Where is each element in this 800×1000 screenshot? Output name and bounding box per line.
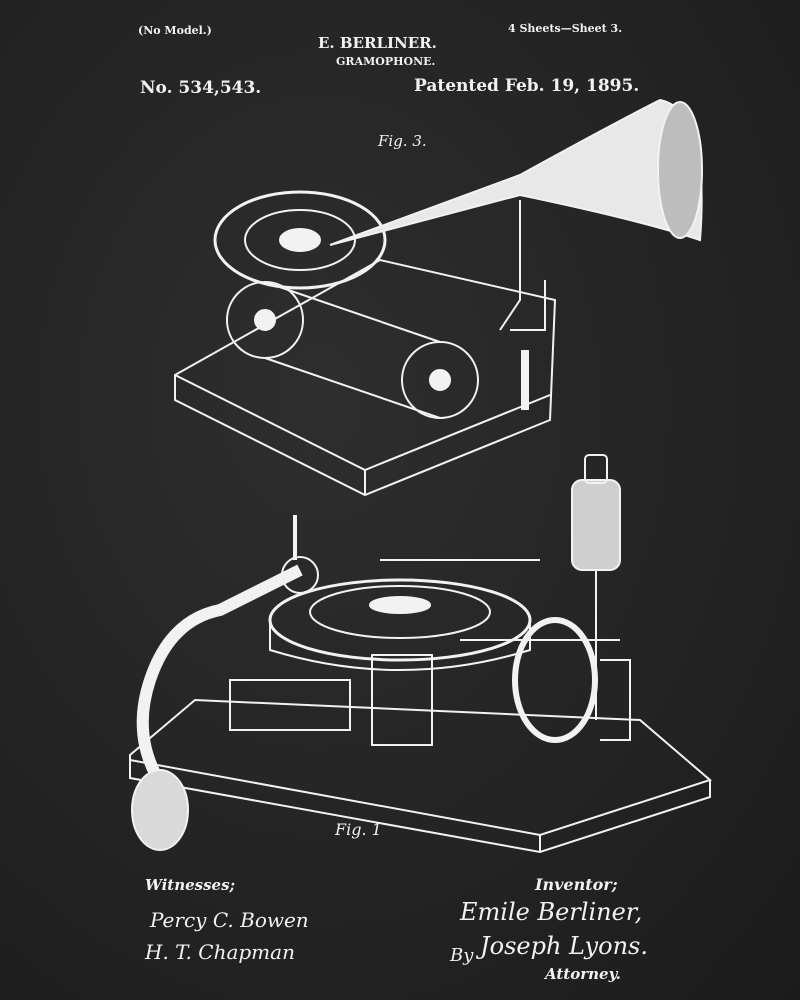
by-label: By <box>450 945 474 966</box>
inventor-label: Inventor; <box>535 875 618 894</box>
figure-1-label: Fig. 1 <box>335 820 382 839</box>
invention-title: GRAMOPHONE. <box>336 55 436 68</box>
inventor-header: E. BERLINER. <box>318 34 437 52</box>
sheet-number: 4 Sheets—Sheet 3. <box>508 22 623 35</box>
witness-2-signature: H. T. Chapman <box>145 940 295 964</box>
inventor-signature: Emile Berliner, <box>460 898 643 926</box>
witness-1-signature: Percy C. Bowen <box>150 908 309 932</box>
patent-date: Patented Feb. 19, 1895. <box>414 76 640 96</box>
patent-number: No. 534,543. <box>140 78 262 98</box>
attorney-label: Attorney. <box>545 965 621 983</box>
figure-1-gramophone <box>129 454 713 854</box>
attorney-signature: Joseph Lyons. <box>480 932 648 960</box>
witnesses-label: Witnesses; <box>145 876 236 894</box>
no-model-note: (No Model.) <box>138 24 212 37</box>
figure-3-gramophone <box>174 98 703 497</box>
figure-3-label: Fig. 3. <box>378 132 427 150</box>
